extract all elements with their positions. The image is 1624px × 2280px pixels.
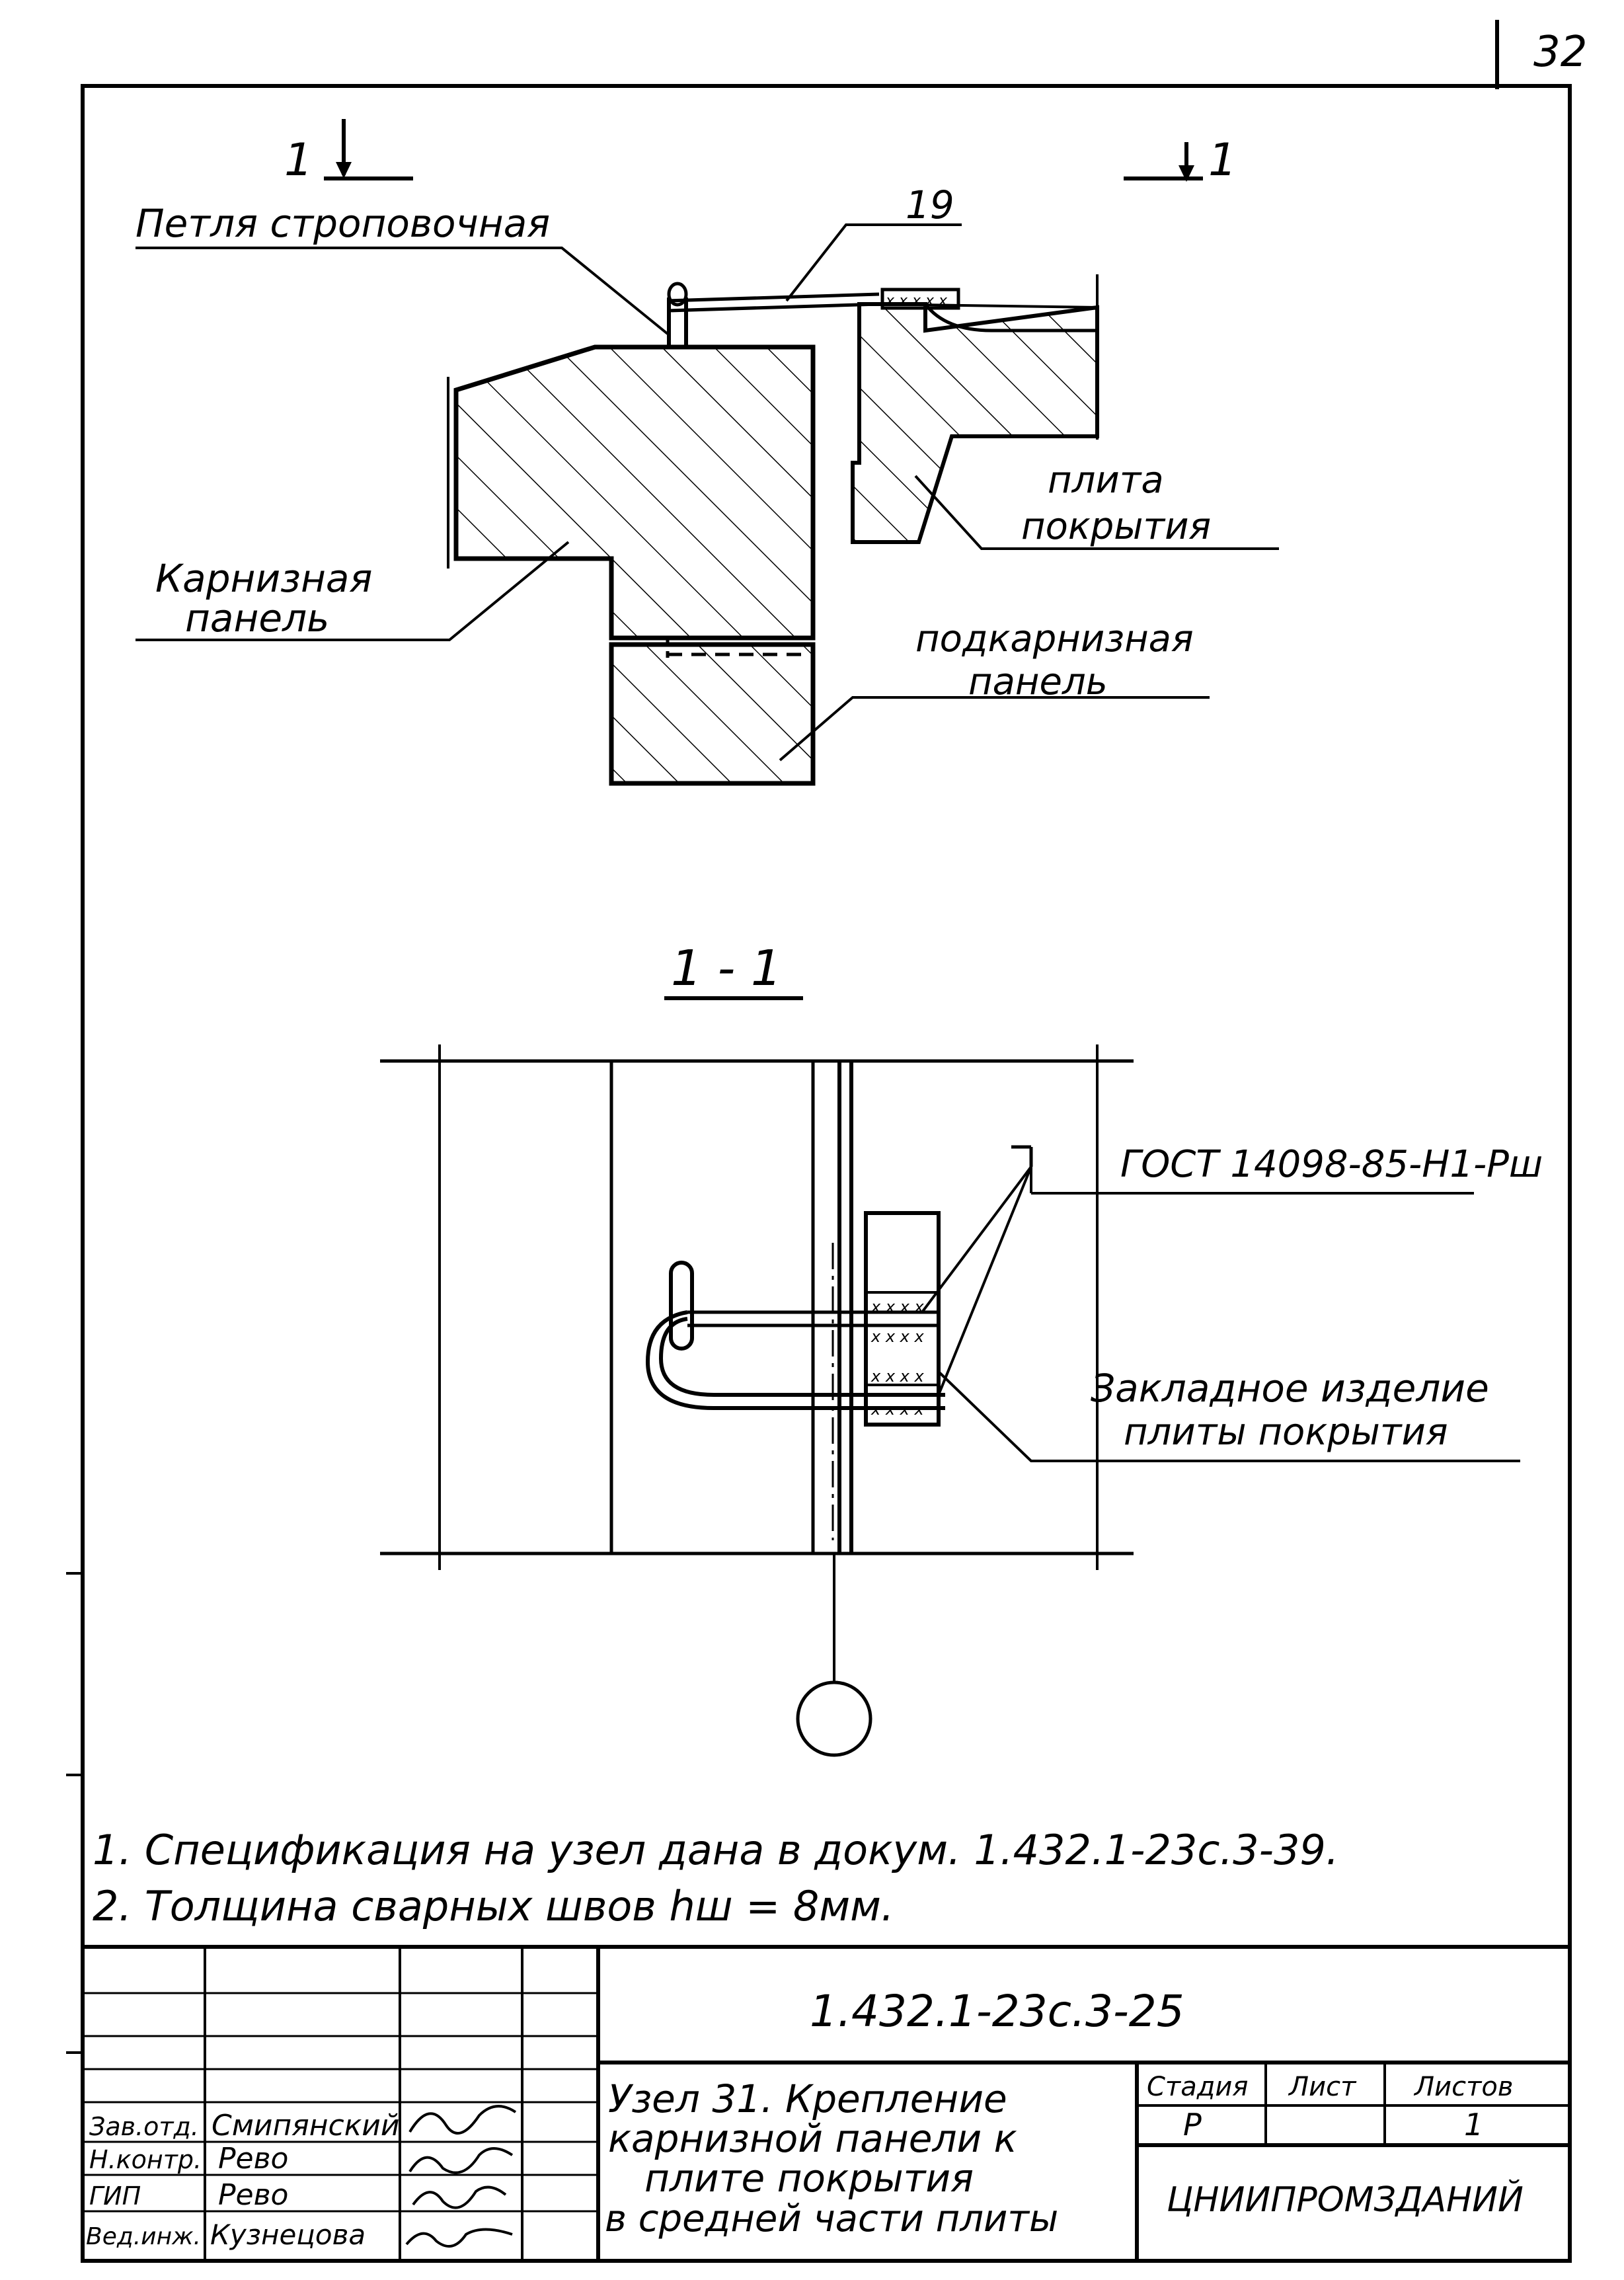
- label-gost: ГОСТ 14098-85-Н1-Рш: [1120, 1143, 1543, 1186]
- header-sheets: Листов: [1413, 2072, 1513, 2102]
- label-embedded-1: Закладное изделие: [1091, 1366, 1489, 1411]
- title-line-2: карнизной панели к: [608, 2116, 1017, 2161]
- value-stage: Р: [1183, 2107, 1202, 2142]
- upper-section-detail: 1 1 Петля строповочная 19 x x x x x: [135, 119, 1279, 786]
- section-mark-left: 1: [284, 134, 313, 186]
- title-block: 1.432.1-23с.3-25 Узел 31. Крепление карн…: [83, 1945, 1570, 2261]
- section-1-1-detail: 1 - 1 x x x x x x x x x x x x x x x x ГО…: [380, 940, 1543, 1757]
- sig-name-4: Кузнецова: [210, 2219, 366, 2251]
- section-title: 1 - 1: [671, 940, 782, 997]
- label-cornice-1: Карнизная: [155, 556, 372, 601]
- header-sheet: Лист: [1288, 2072, 1357, 2102]
- sig-role-4: Вед.инж.: [86, 2223, 201, 2250]
- label-cornice-2: панель: [185, 596, 329, 641]
- sig-name-2: Рево: [218, 2142, 288, 2176]
- reinforcing-bar: [658, 1317, 945, 1397]
- signature-mark-4: [405, 2228, 513, 2248]
- sig-role-1: Зав.отд.: [89, 2112, 199, 2141]
- axis-marker: [796, 1680, 872, 1757]
- header-stage: Стадия: [1147, 2072, 1248, 2102]
- sig-role-2: Н.контр.: [89, 2145, 202, 2174]
- signature-mark-2: [408, 2147, 514, 2174]
- title-line-4: в средней части плиты: [605, 2197, 1058, 2240]
- note-1: 1. Спецификация на узел дана в докум. 1.…: [93, 1826, 1339, 1874]
- lifting-loop-section-icon: [669, 1261, 694, 1351]
- roof-slab: [851, 302, 1099, 544]
- cornice-panel: [453, 344, 816, 641]
- title-line-3: плите покрытия: [644, 2156, 974, 2201]
- connecting-bar-19: [667, 292, 880, 303]
- section-mark-right: 1: [1208, 134, 1237, 186]
- sig-role-3: ГИП: [89, 2182, 141, 2211]
- svg-text:x x x x: x x x x: [870, 1367, 924, 1386]
- sig-name-3: Рево: [218, 2178, 288, 2212]
- label-item-19: 19: [906, 182, 954, 227]
- subcornice-panel: [609, 642, 816, 786]
- document-code: 1.432.1-23с.3-25: [810, 1986, 1184, 2037]
- signature-mark-1: [408, 2105, 517, 2135]
- sheet-number: 32: [1533, 28, 1587, 77]
- value-sheets: 1: [1464, 2107, 1483, 2142]
- label-lifting-loop: Петля строповочная: [135, 201, 550, 246]
- label-roof-slab-1: плита: [1048, 459, 1164, 502]
- sig-name-1: Смипянский: [212, 2109, 399, 2142]
- label-embedded-2: плиты покрытия: [1124, 1411, 1448, 1454]
- organization: ЦНИИПРОМЗДАНИЙ: [1167, 2180, 1524, 2220]
- svg-text:x x x x: x x x x: [870, 1327, 924, 1346]
- label-subcornice-1: подкарнизная: [915, 617, 1194, 660]
- signature-mark-3: [412, 2185, 507, 2209]
- note-2: 2. Толщина сварных швов hш = 8мм.: [93, 1882, 894, 1930]
- sheet-frame: [81, 84, 1572, 2263]
- label-roof-slab-2: покрытия: [1021, 505, 1211, 548]
- title-line-1: Узел 31. Крепление: [608, 2076, 1007, 2121]
